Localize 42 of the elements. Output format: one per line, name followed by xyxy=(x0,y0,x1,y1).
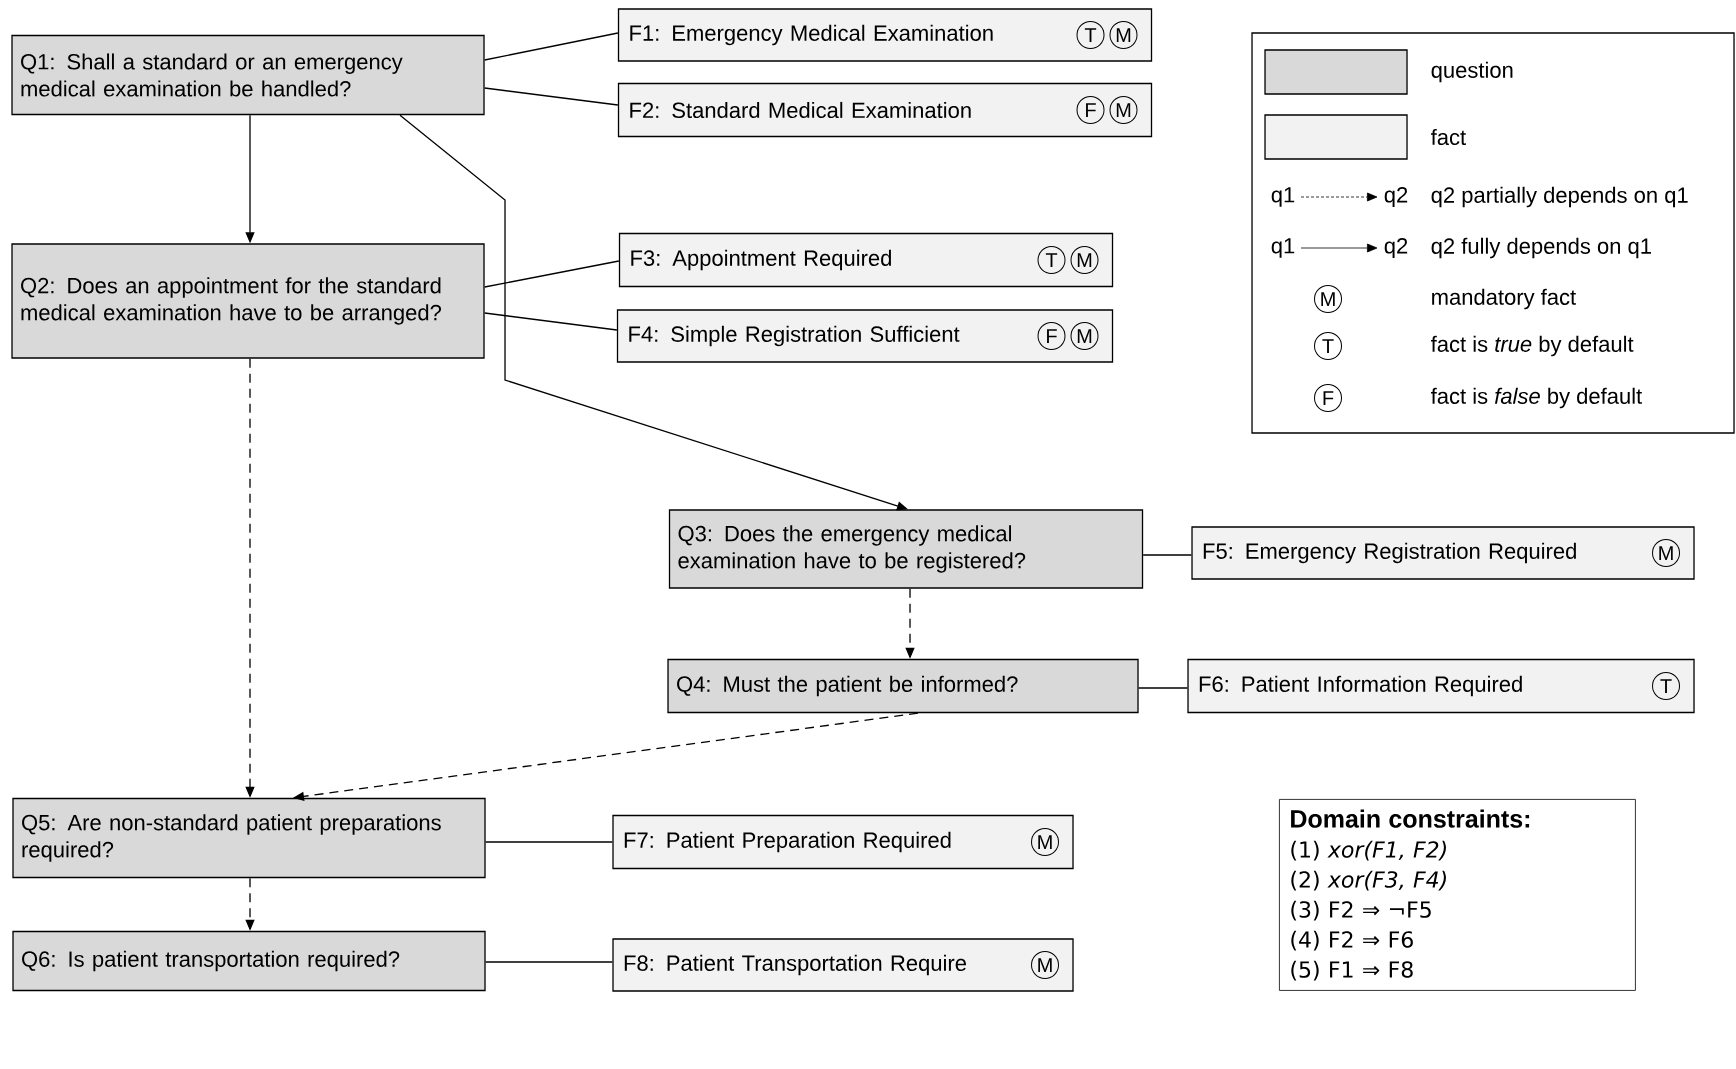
circled-letter: F xyxy=(1037,322,1066,350)
question-box: Q1: Shall a standard or an emergency medical examination be handled? xyxy=(11,34,485,116)
legend-label: fact is false by default xyxy=(1431,387,1643,409)
connector xyxy=(485,841,613,843)
sample-label: q2 xyxy=(1384,238,1408,258)
constraints-box: Domain constraints: (1) xor(F1, F2) (2) xor(F3, F4) (3) F2 ⇒ ¬F5 (4) F2 ⇒ F6 (5) F1 ⇒ F8 xyxy=(1279,799,1636,991)
connector xyxy=(484,87,619,106)
sample-label: q1 xyxy=(1271,238,1295,258)
circled-letter: F xyxy=(1314,384,1342,412)
circled-letter: T xyxy=(1037,246,1066,274)
legend-label: fact xyxy=(1431,128,1466,146)
circled-letter: M xyxy=(1109,21,1138,49)
legend-label: question xyxy=(1431,61,1513,83)
circled-letter: T xyxy=(1314,332,1342,360)
circled-letter: M xyxy=(1070,322,1099,350)
connector xyxy=(484,260,620,288)
connector xyxy=(485,961,613,963)
connector xyxy=(484,312,618,331)
connector xyxy=(1138,687,1188,689)
question-box: Q5: Are non-standard patient preparations required? xyxy=(12,797,486,879)
connector xyxy=(1142,554,1192,556)
circled-letter: M xyxy=(1314,285,1342,313)
circled-letter: M xyxy=(1031,828,1059,856)
question-box: Q6: Is patient transportation required? xyxy=(12,930,486,992)
circled-letter: M xyxy=(1652,539,1680,567)
circled-letter: M xyxy=(1109,96,1138,124)
circled-letter: T xyxy=(1076,21,1105,49)
question-box: Q3: Does the emergency medical examination have to be registered? xyxy=(668,509,1144,589)
circled-letter: T xyxy=(1652,672,1680,700)
connector xyxy=(399,114,908,511)
sample-label: q1 xyxy=(1271,187,1295,207)
question-box: Q2: Does an appointment for the standard medical examination have to be arranged? xyxy=(11,243,485,359)
legend-label: q2 fully depends on q1 xyxy=(1431,237,1651,259)
question-box: Q4: Must the patient be informed? xyxy=(667,658,1139,714)
sample-label: q2 xyxy=(1384,187,1408,207)
connector xyxy=(484,32,619,61)
legend-label: q2 partially depends on q1 xyxy=(1431,186,1688,208)
circled-letter: F xyxy=(1076,96,1105,124)
legend-label: fact is true by default xyxy=(1431,335,1634,357)
circled-letter: M xyxy=(1070,246,1099,274)
legend-label: mandatory fact xyxy=(1432,288,1576,310)
circled-letter: M xyxy=(1031,951,1059,979)
